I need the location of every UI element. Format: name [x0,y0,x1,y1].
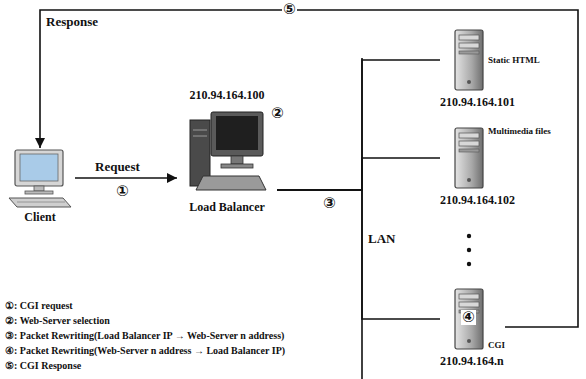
callout-number: ④ [461,310,476,325]
web-server: Multimedia files 210.94.164.102 [440,126,551,207]
node-label: Static HTML [488,55,540,66]
connector [40,10,578,327]
callout-number: ① [115,184,130,199]
web-server-icon [453,28,485,92]
node-sublabel: 210.94.164.102 [440,193,515,207]
legend-text: ①: CGI request [5,298,285,313]
connector [277,60,440,190]
legend: ①: CGI request②: Web-Server selection③: … [5,298,285,373]
callout-number: ⑤ [282,2,297,17]
legend-text: ⑤: CGI Response [5,358,285,373]
ellipsis-dot [467,234,471,238]
server-row: Multimedia files [440,126,551,190]
web-server-icon [453,126,485,190]
legend-text: ③: Packet Rewriting(Load Balancer IP → W… [5,328,285,343]
node-label: CGI [488,340,505,351]
callout-number: ③ [322,196,337,211]
client-computer-icon [7,148,73,210]
load-balancer-icon [187,104,267,200]
legend-text: ②: Web-Server selection [5,313,285,328]
server-row: Static HTML [440,28,540,92]
network-label: LAN [368,232,395,245]
connector [277,158,440,190]
edge-label: Response [46,15,98,28]
web-server: Static HTML 210.94.164.101 [440,28,540,109]
ellipsis-dot [467,262,471,266]
edge-label: Request [95,160,140,173]
node-sublabel: Load Balancer [189,200,265,214]
node-sublabel: 210.94.164.n [440,354,504,368]
load-balancer: 210.94.164.100Load Balancer [177,88,277,215]
client-computer: Client [5,148,75,224]
ellipsis-dot [467,248,471,252]
node-label: 210.94.164.100 [190,88,265,102]
connector [75,177,177,179]
legend-text: ④: Packet Rewriting(Web-Server n address… [5,343,285,358]
node-label: Multimedia files [488,126,551,137]
connector [277,190,440,319]
callout-number: ② [270,106,285,121]
node-label: Client [24,210,55,224]
web-server: CGI 210.94.164.n [440,287,505,368]
node-sublabel: 210.94.164.101 [440,95,515,109]
